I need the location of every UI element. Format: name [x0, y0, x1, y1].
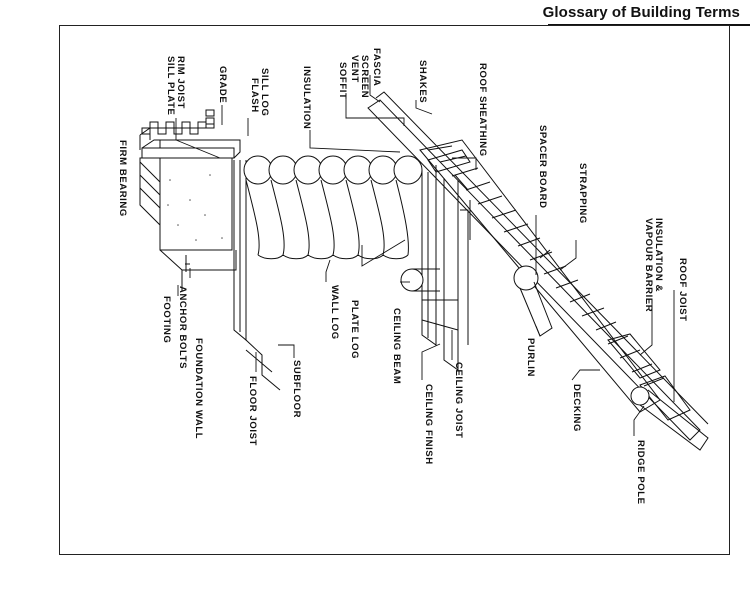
label-roof-sheathing: ROOF SHEATHING [477, 63, 488, 157]
label-sill-plate: SILL PLATE [165, 56, 176, 115]
label-shakes: SHAKES [417, 60, 428, 103]
purlin-spacer [513, 265, 553, 337]
label-grade: GRADE [217, 66, 228, 103]
label-strapping: STRAPPING [577, 163, 588, 224]
label-ceiling-joist: CEILING JOIST [453, 362, 464, 438]
page-title: Glossary of Building Terms [542, 4, 740, 21]
sill-plate-rim-joist [141, 139, 241, 159]
label-decking: DECKING [571, 384, 582, 432]
wall-logs [243, 155, 423, 260]
label-sill-log: SILL LOG [259, 68, 270, 116]
label-insulation: INSULATION [301, 66, 312, 129]
label-ceiling-beam: CEILING BEAM [391, 308, 402, 384]
label-plate-log: PLATE LOG [349, 300, 360, 359]
ceiling-beam [400, 268, 440, 292]
label-purlin: PURLIN [525, 338, 536, 377]
label-footing: FOOTING [161, 296, 172, 343]
insulation-batts [427, 149, 691, 421]
label-roof-joist: ROOF JOIST [677, 258, 688, 322]
label-spacer-board: SPACER BOARD [537, 125, 548, 209]
label-soffit: SOFFIT [337, 62, 348, 99]
label-screen-vent-1: SCREEN [359, 55, 370, 98]
label-insulation-vapour-barrier-1: INSULATION & [653, 218, 664, 292]
label-ridge-pole: RIDGE POLE [635, 440, 646, 505]
label-subfloor: SUBFLOOR [291, 360, 302, 418]
label-floor-joist: FLOOR JOIST [247, 376, 258, 446]
firm-bearing-brick [139, 109, 215, 150]
roof-structure [367, 91, 709, 441]
label-ceiling-finish: CEILING FINISH [423, 384, 434, 465]
label-insulation-vapour-barrier-2: VAPOUR BARRIER [643, 218, 654, 312]
wall-framing-right [421, 165, 471, 371]
footing [139, 157, 161, 227]
label-firm-bearing: FIRM BEARING [117, 140, 128, 217]
floor-joist-subfloor [233, 160, 281, 391]
foundation-wall [159, 157, 237, 290]
label-anchor-bolts: ANCHOR BOLTS [177, 286, 188, 369]
leader-lines [175, 75, 675, 436]
label-fascia: FASCIA [371, 48, 382, 86]
ridge-pole [630, 386, 709, 451]
label-screen-vent-2: VENT [349, 55, 360, 83]
label-wall-log: WALL LOG [329, 285, 340, 340]
label-rim-joist: RIM JOIST [175, 56, 186, 109]
diagram-frame [59, 25, 730, 555]
label-foundation-wall: FOUNDATION WALL [193, 338, 204, 439]
label-flash: FLASH [249, 78, 260, 113]
labels: ROOF JOIST INSULATION & VAPOUR BARRIER S… [117, 48, 688, 505]
